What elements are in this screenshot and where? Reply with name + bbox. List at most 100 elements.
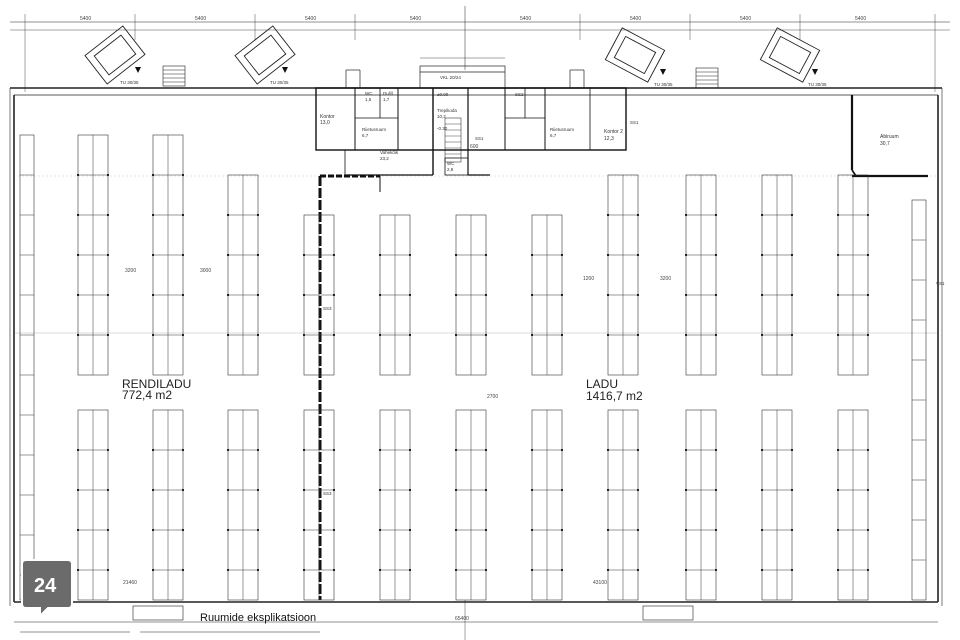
wc1-name: WC [365, 91, 373, 96]
svg-text:2700: 2700 [487, 394, 498, 400]
svg-text:65400: 65400 [455, 616, 469, 622]
rack-9 [379, 409, 411, 601]
rack-20 [837, 174, 869, 376]
loading-gates [84, 25, 821, 89]
svg-text:SS1: SS1 [630, 120, 639, 125]
rack-10 [455, 214, 487, 376]
rack-7 [303, 409, 335, 601]
top-dimensions: 5400 5400 5400 5400 5400 5400 5400 5400 [80, 16, 866, 22]
rendiladu-name: RENDILADU [122, 377, 191, 391]
abiruum-area: 30,7 [880, 141, 890, 147]
rack-19 [761, 409, 793, 601]
partition-wall [318, 174, 381, 600]
svg-text:TU 30/35: TU 30/35 [654, 82, 673, 87]
rack-0 [77, 134, 109, 376]
svg-text:VS1: VS1 [936, 281, 945, 286]
stair-1 [162, 65, 186, 87]
gate-arrows [135, 67, 818, 75]
footer-boxes [20, 605, 694, 633]
svg-text:600: 600 [470, 144, 479, 150]
svg-text:TU 30/35: TU 30/35 [120, 80, 139, 85]
svg-text:±0.00: ±0.00 [437, 92, 449, 97]
svg-text:TU 30/35: TU 30/35 [270, 80, 289, 85]
logo-badge-shape [21, 559, 73, 618]
gate-3 [604, 27, 666, 83]
rack-3 [152, 409, 184, 601]
svg-text:5400: 5400 [80, 16, 91, 22]
gate-labels: TU 30/35 TU 30/35 TU 30/35 TU 30/35 [120, 80, 827, 87]
wc1-area: 1,5 [365, 97, 372, 102]
rack-21 [837, 409, 869, 601]
logo-text: 24 [34, 575, 57, 597]
svg-text:-0.30: -0.30 [437, 126, 448, 131]
wall-rack-22 [19, 134, 35, 601]
rack-13 [531, 409, 563, 601]
olme2-name: Riietusruum [550, 127, 574, 132]
wall-rack-23 [911, 199, 927, 601]
rendiladu-area: 772,4 m2 [122, 388, 172, 402]
svg-text:43100: 43100 [593, 580, 607, 586]
rack-5 [227, 409, 259, 601]
rack-1 [77, 409, 109, 601]
trepikoda-name: Trepikoda [437, 108, 457, 113]
portal-logo: 24 [21, 559, 73, 618]
annotations: ±0.00 -0.30 SS1 SS2 SS3 SS3 SS1 VS1 3200… [123, 92, 945, 622]
gate-4 [759, 27, 821, 83]
svg-text:1200: 1200 [583, 276, 594, 282]
wc-area: 2,8 [447, 167, 454, 172]
svg-text:3200: 3200 [660, 276, 671, 282]
footer-title: Ruumide eksplikatsioon [200, 612, 316, 624]
rack-6 [303, 214, 335, 376]
wc-name: WC [447, 161, 455, 166]
svg-text:5400: 5400 [305, 16, 316, 22]
stair-2 [695, 67, 719, 89]
rack-4 [227, 174, 259, 376]
rack-12 [531, 214, 563, 376]
olme1-name: Riietusruum [362, 127, 386, 132]
svg-text:SS3: SS3 [323, 491, 332, 496]
vahekoda-name: Vahekõik [380, 150, 399, 155]
rack-14 [607, 174, 639, 376]
svg-text:5400: 5400 [520, 16, 531, 22]
svg-text:5400: 5400 [410, 16, 421, 22]
kontor1-name: Kontor [320, 114, 335, 120]
rack-18 [761, 174, 793, 376]
rack-8 [379, 214, 411, 376]
olme1-area: 6,7 [362, 133, 369, 138]
svg-text:SS3: SS3 [323, 306, 332, 311]
svg-text:3200: 3200 [125, 268, 136, 274]
svg-text:5400: 5400 [630, 16, 641, 22]
ladu-name: LADU [586, 377, 618, 391]
entrance-canopy [345, 57, 585, 89]
svg-text:3000: 3000 [200, 268, 211, 274]
svg-text:TU 30/35: TU 30/35 [808, 82, 827, 87]
structure-lines [9, 6, 950, 640]
office-block [315, 87, 627, 176]
rack-15 [607, 409, 639, 601]
rack-11 [455, 409, 487, 601]
storage-racks [19, 134, 927, 601]
kontor2-area: 12,3 [604, 136, 614, 142]
ladu-area: 1416,7 m2 [586, 389, 643, 403]
gate-2 [234, 25, 296, 85]
svg-text:5400: 5400 [740, 16, 751, 22]
trepikoda-area: 10,2 [437, 114, 446, 119]
dush-area: 1,7 [383, 97, 390, 102]
svg-text:21460: 21460 [123, 580, 137, 586]
abiruum-name: Abiruum [880, 134, 899, 140]
vahekoda-area: 23,2 [380, 156, 389, 161]
svg-text:SS1: SS1 [475, 136, 484, 141]
dush-name: Dušš [383, 91, 394, 96]
kontor1-area: 13,0 [320, 120, 330, 126]
gate-1 [84, 25, 146, 85]
rack-16 [685, 174, 717, 376]
room-labels: RENDILADU 772,4 m2 LADU 1416,7 m2 Abiruu… [122, 91, 899, 403]
vk-door-label: VKL 20/24 [440, 75, 461, 80]
svg-text:5400: 5400 [195, 16, 206, 22]
olme2-area: 6,7 [550, 133, 557, 138]
rack-17 [685, 409, 717, 601]
svg-text:SS2: SS2 [515, 92, 524, 97]
kontor2-name: Kontor 2 [604, 129, 623, 135]
rack-2 [152, 134, 184, 376]
